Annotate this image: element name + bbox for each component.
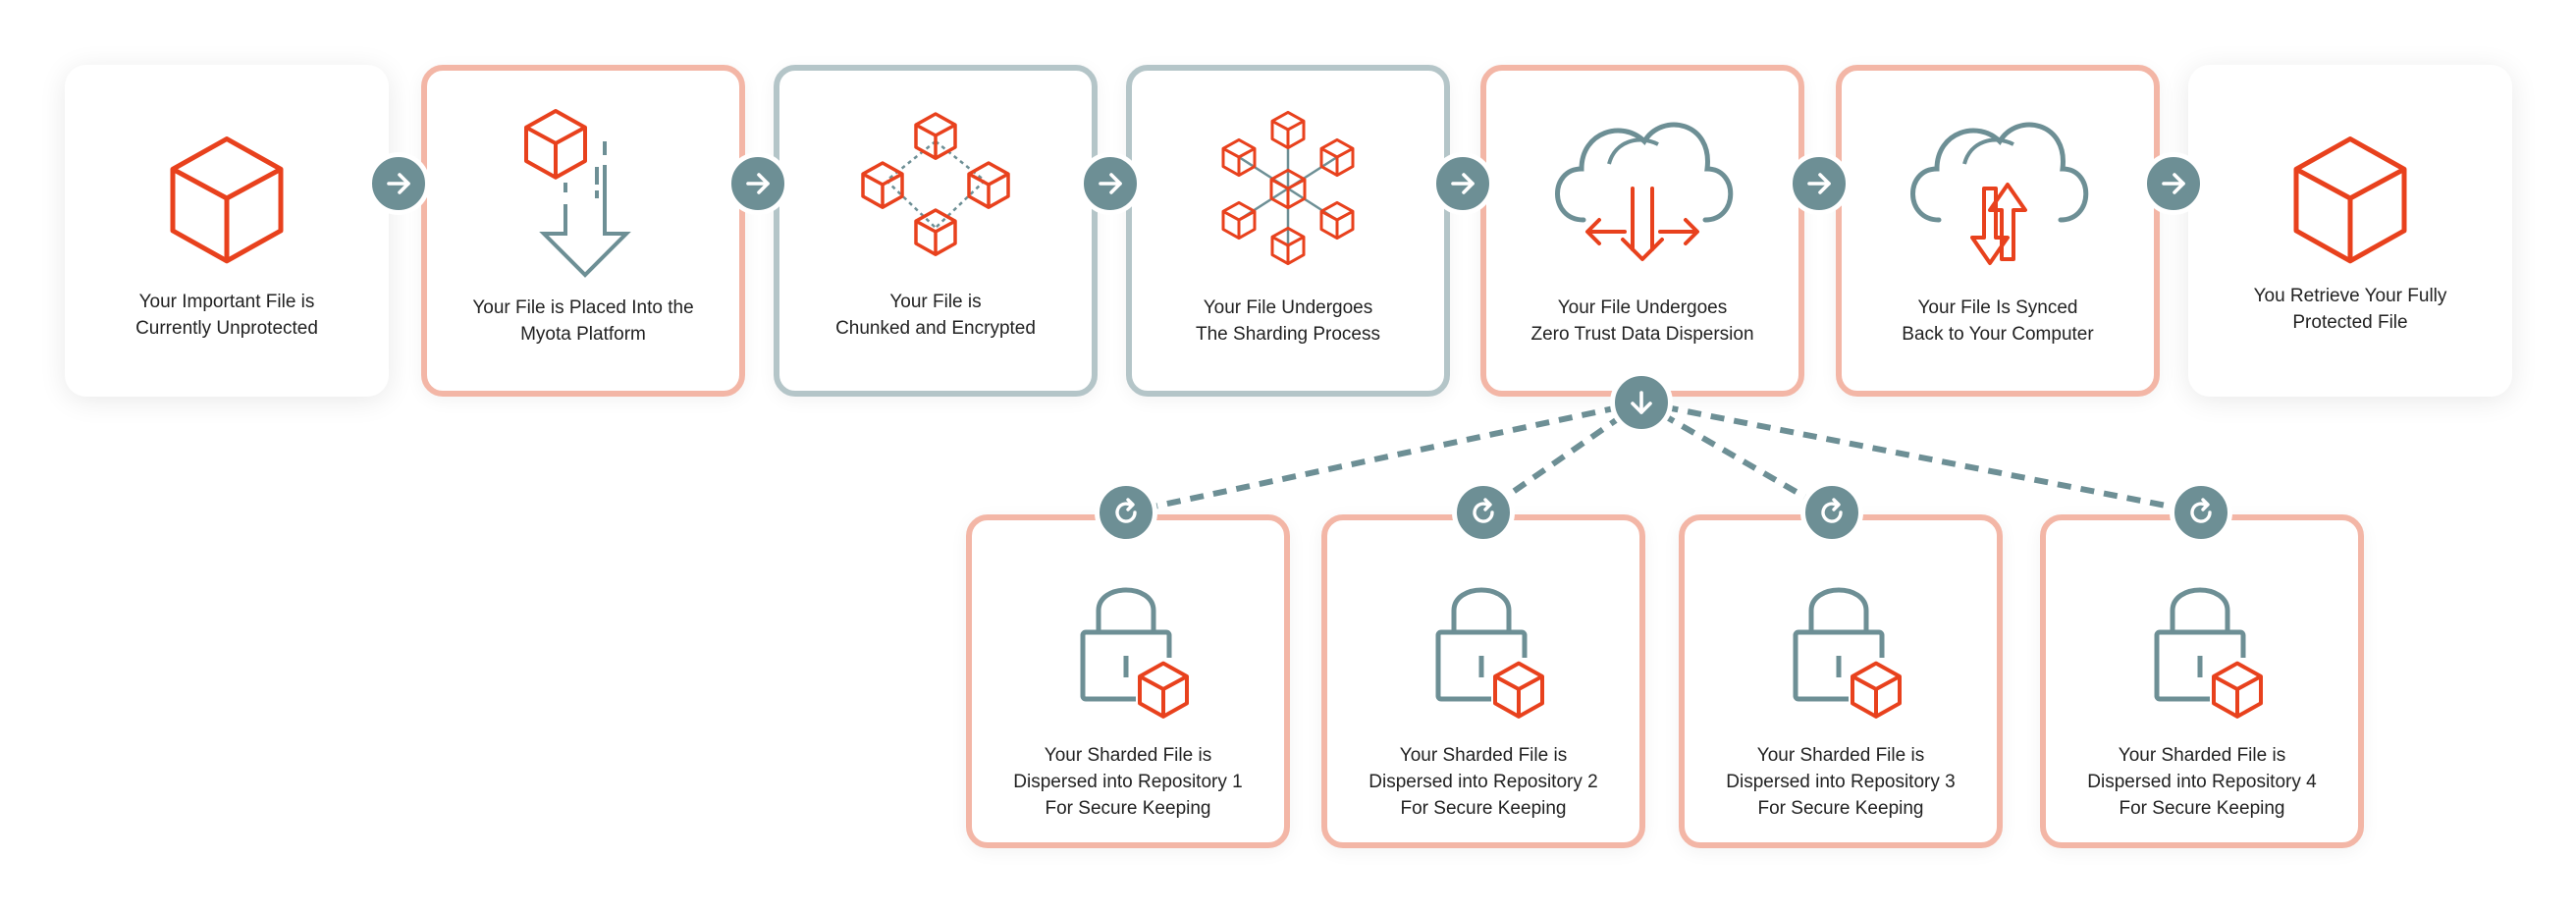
repository-card-2: Your Sharded File is Dispersed into Repos… xyxy=(1321,514,1645,848)
step-card-1: Your Important File is Currently Unprotec… xyxy=(65,65,389,397)
card-label-line: Your File Is Synced xyxy=(1917,297,2078,318)
refresh-icon xyxy=(2185,497,2217,528)
step-arrow-4 xyxy=(1431,152,1494,215)
cloud-sync-icon xyxy=(1900,110,2096,277)
card-label-line: Dispersed into Repository 4 xyxy=(2087,772,2317,792)
repository-badge-1 xyxy=(1095,481,1157,544)
card-label: Your Sharded File is Dispersed into Repos… xyxy=(1337,742,1630,822)
card-label: Your Important File is Currently Unprotec… xyxy=(75,289,379,342)
step-arrow-3 xyxy=(1079,152,1142,215)
lock-cube-icon xyxy=(1059,575,1197,723)
card-label-line: Your File is Placed Into the xyxy=(472,297,694,318)
refresh-icon xyxy=(1816,497,1848,528)
arrow-right-icon xyxy=(743,169,773,198)
repository-badge-3 xyxy=(1800,481,1863,544)
card-label-line: For Secure Keeping xyxy=(1045,798,1211,819)
step-arrow-2 xyxy=(726,152,789,215)
card-label-line: Myota Platform xyxy=(520,324,646,345)
lock-cube-icon xyxy=(1772,575,1909,723)
repository-card-4: Your Sharded File is Dispersed into Repos… xyxy=(2040,514,2364,848)
card-label-line: For Secure Keeping xyxy=(1400,798,1567,819)
card-label-line: You Retrieve Your Fully xyxy=(2253,286,2447,306)
arrow-right-icon xyxy=(1804,169,1834,198)
cube-into-platform-icon xyxy=(514,106,652,283)
refresh-icon xyxy=(1110,497,1142,528)
dispersion-branch-badge xyxy=(1610,371,1673,434)
cube-icon xyxy=(2286,132,2414,269)
arrow-right-icon xyxy=(1096,169,1125,198)
card-label-line: The Sharding Process xyxy=(1196,324,1380,345)
card-label-line: Dispersed into Repository 2 xyxy=(1368,772,1598,792)
arrow-right-icon xyxy=(384,169,413,198)
sharding-network-icon xyxy=(1209,110,1367,267)
step-card-3: Your File is Chunked and Encrypted xyxy=(774,65,1098,397)
card-label: Your Sharded File is Dispersed into Repos… xyxy=(982,742,1274,822)
card-label-line: Your File is xyxy=(889,292,982,312)
card-label-line: Your File Undergoes xyxy=(1203,297,1373,318)
dispersion-line-1 xyxy=(1125,400,1642,515)
card-label-line: Your File Undergoes xyxy=(1557,297,1728,318)
card-label-line: Your Sharded File is xyxy=(1756,745,1925,766)
card-label: Your Sharded File is Dispersed into Repos… xyxy=(2056,742,2348,822)
step-arrow-1 xyxy=(367,152,430,215)
refresh-icon xyxy=(1468,497,1499,528)
card-label-line: Protected File xyxy=(2292,312,2408,333)
card-label-line: Dispersed into Repository 3 xyxy=(1726,772,1956,792)
repository-badge-2 xyxy=(1452,481,1515,544)
card-label-line: Chunked and Encrypted xyxy=(835,318,1036,339)
card-label-line: Currently Unprotected xyxy=(135,318,318,339)
card-label: Your Sharded File is Dispersed into Repos… xyxy=(1694,742,1987,822)
card-label-line: For Secure Keeping xyxy=(2119,798,2285,819)
dispersion-line-3 xyxy=(1639,400,1834,515)
card-label-line: Your Important File is xyxy=(138,292,315,312)
card-label: Your File is Chunked and Encrypted xyxy=(789,289,1082,342)
card-label-line: Zero Trust Data Dispersion xyxy=(1530,324,1754,345)
dispersion-line-4 xyxy=(1640,400,2202,515)
card-label-line: Dispersed into Repository 1 xyxy=(1013,772,1243,792)
card-label-line: Back to Your Computer xyxy=(1902,324,2094,345)
arrow-right-icon xyxy=(2159,169,2188,198)
card-label-line: Your Sharded File is xyxy=(2118,745,2286,766)
repository-card-1: Your Sharded File is Dispersed into Repos… xyxy=(966,514,1290,848)
card-label-line: For Secure Keeping xyxy=(1757,798,1924,819)
step-arrow-5 xyxy=(1788,152,1851,215)
lock-cube-icon xyxy=(1415,575,1552,723)
arrow-down-icon xyxy=(1627,388,1656,417)
cloud-dispersion-icon xyxy=(1544,110,1741,277)
repository-badge-4 xyxy=(2170,481,2232,544)
lock-cube-icon xyxy=(2133,575,2271,723)
arrow-right-icon xyxy=(1448,169,1477,198)
repository-card-3: Your Sharded File is Dispersed into Repos… xyxy=(1679,514,2003,848)
card-label-line: Your Sharded File is xyxy=(1399,745,1568,766)
card-label-line: Your Sharded File is xyxy=(1044,745,1212,766)
chunked-cubes-icon xyxy=(857,110,1014,267)
cube-icon xyxy=(163,132,291,269)
step-arrow-6 xyxy=(2142,152,2205,215)
